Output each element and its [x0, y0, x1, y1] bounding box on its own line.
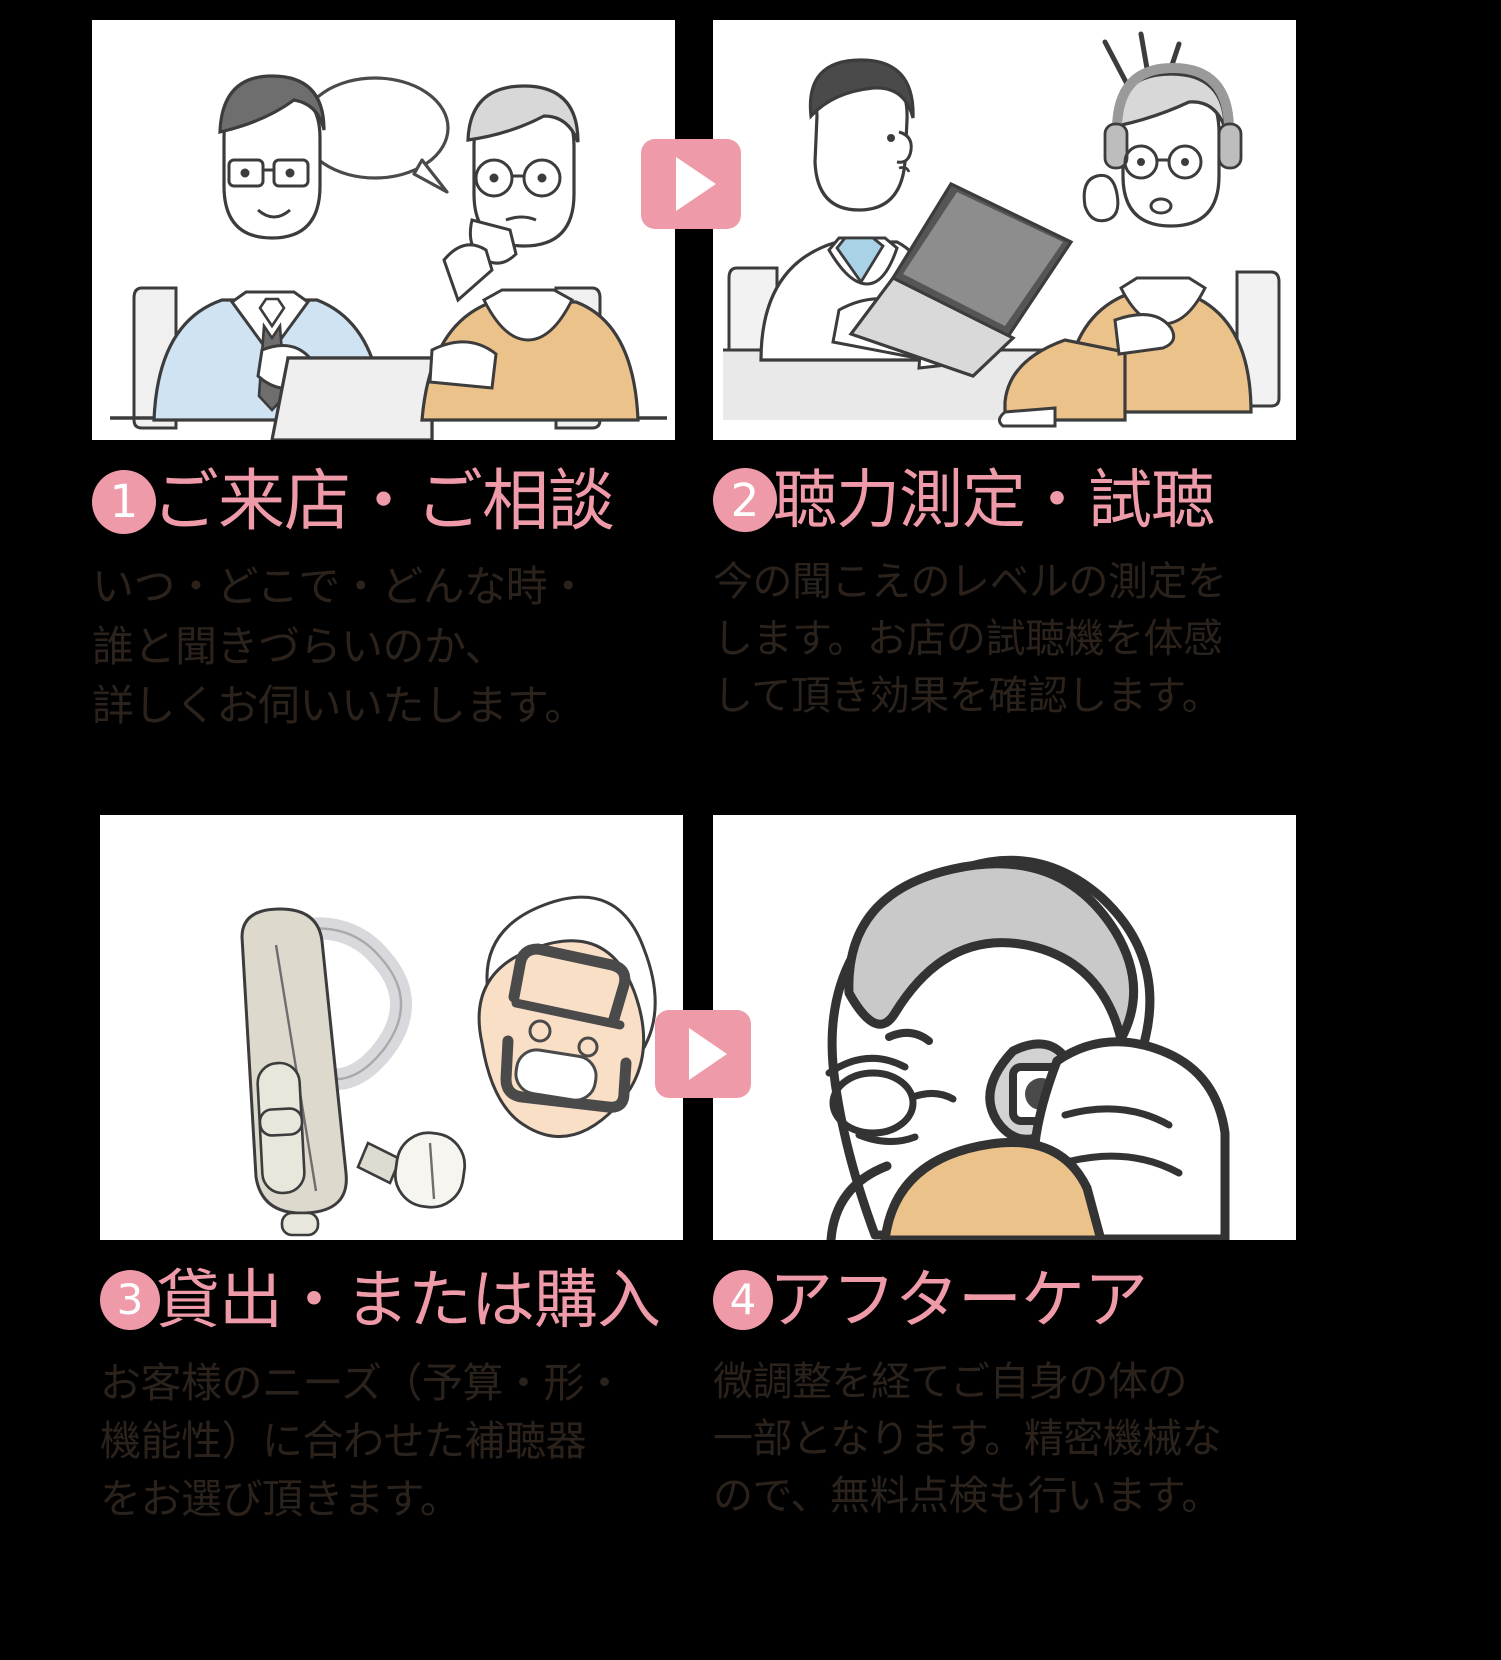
step-3-body-line-2: 機能性）に合わせた補聴器 [100, 1418, 587, 1465]
step-3-heading: 3 貸出・または購入 [100, 1268, 683, 1332]
step-4-heading: 4 アフターケア [713, 1268, 1296, 1332]
step-3-title: 貸出・または購入 [156, 1264, 661, 1336]
arrow-step1-to-step2[interactable] [641, 139, 741, 229]
step-3-body: お客様のニーズ（予算・形・ 機能性）に合わせた補聴器 をお選び頂きます。 [100, 1354, 683, 1529]
step-4-illustration [713, 815, 1296, 1240]
step-1-body-line-1: いつ・どこで・どんな時・ [92, 563, 589, 610]
step-2-body: 今の聞こえのレベルの測定を します。お店の試聴機を体感 して頂き効果を確認します… [713, 554, 1296, 724]
step-2-heading: 2 聴力測定・試聴 [713, 468, 1296, 532]
step-4-title: アフターケア [769, 1264, 1148, 1336]
step-4-body-line-1: 微調整を経てご自身の体の [713, 1360, 1188, 1404]
step-2-illustration [713, 20, 1296, 440]
step-2-title: 聴力測定・試聴 [773, 464, 1215, 536]
step-4-body: 微調整を経てご自身の体の 一部となります。精密機械な ので、無料点検も行います。 [713, 1354, 1296, 1524]
step-4-body-line-2: 一部となります。精密機械な [713, 1416, 1222, 1461]
step-1-body: いつ・どこで・どんな時・ 誰と聞きづらいのか、 詳しくお伺いいたします。 [92, 557, 675, 736]
step-2-body-line-1: 今の聞こえのレベルの測定を [713, 560, 1227, 604]
step-4-number-badge: 4 [713, 1270, 773, 1330]
step-2-body-line-2: します。お店の試聴機を体感 [713, 616, 1223, 661]
step-card-3: 3 貸出・または購入 お客様のニーズ（予算・形・ 機能性）に合わせた補聴器 をお… [100, 815, 683, 1529]
play-triangle-icon [676, 157, 716, 211]
step-2-number-badge: 2 [713, 468, 777, 532]
step-1-heading: 1 ご来店・ご相談 [92, 468, 675, 535]
step-1-body-line-2: 誰と聞きづらいのか、 [92, 622, 507, 670]
step-2-body-line-3: して頂き効果を確認します。 [713, 673, 1222, 718]
step-card-4: 4 アフターケア 微調整を経てご自身の体の 一部となります。精密機械な ので、無… [713, 815, 1296, 1524]
step-1-body-line-3: 詳しくお伺いいたします。 [92, 682, 586, 730]
step-3-number-badge: 3 [100, 1270, 160, 1330]
step-1-title: ご来店・ご相談 [152, 464, 615, 539]
step-1-illustration [92, 20, 675, 440]
step-1-number-badge: 1 [92, 469, 156, 534]
step-3-body-line-1: お客様のニーズ（予算・形・ [100, 1360, 625, 1406]
play-triangle-icon [689, 1028, 727, 1080]
step-3-body-line-3: をお選び頂きます。 [100, 1476, 461, 1523]
arrow-step3-to-step4[interactable] [655, 1010, 751, 1098]
step-card-1: 1 ご来店・ご相談 いつ・どこで・どんな時・ 誰と聞きづらいのか、 詳しくお伺い… [92, 20, 675, 736]
step-3-illustration [100, 815, 683, 1240]
step-4-body-line-3: ので、無料点検も行います。 [713, 1473, 1221, 1518]
step-card-2: 2 聴力測定・試聴 今の聞こえのレベルの測定を します。お店の試聴機を体感 して… [713, 20, 1296, 724]
